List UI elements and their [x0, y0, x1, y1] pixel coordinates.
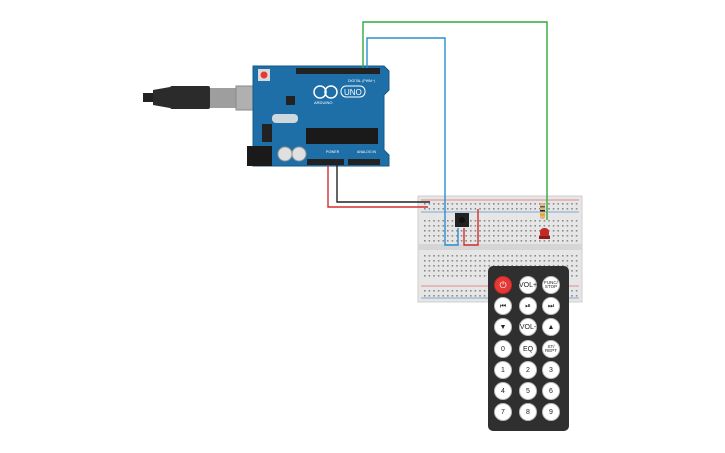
remote-button-eq[interactable]: EQ [519, 340, 537, 358]
analog-header[interactable] [348, 159, 380, 165]
atmega-chip [306, 128, 378, 144]
ir-receiver [455, 213, 469, 227]
remote-button-digit-5[interactable]: 5 [519, 382, 537, 400]
remote-button-power[interactable]: ⏻ [494, 276, 512, 294]
remote-button-digit-9[interactable]: 9 [542, 403, 560, 421]
remote-button-digit-6[interactable]: 6 [542, 382, 560, 400]
red-wire [327, 165, 428, 208]
power-jack [247, 146, 272, 166]
remote-button-vol-down[interactable]: VOL- [519, 318, 537, 336]
remote-button-digit-3[interactable]: 3 [542, 361, 560, 379]
usb-cable [143, 85, 272, 111]
red-led [539, 228, 550, 239]
digital-header-label: DIGITAL (PWM~) [348, 79, 375, 83]
green-wire [362, 21, 548, 220]
power-header-label: POWER [326, 150, 340, 154]
remote-button-up[interactable]: ▲ [542, 318, 560, 336]
remote-button-prev[interactable]: ⏮ [494, 297, 512, 315]
black-wire [336, 165, 430, 203]
arduino-brand: ARDUINO [314, 100, 332, 105]
resistor [540, 203, 545, 219]
remote-button-digit-4[interactable]: 4 [494, 382, 512, 400]
wires [327, 21, 548, 246]
remote-button-down[interactable]: ▼ [494, 318, 512, 336]
remote-button-digit-7[interactable]: 7 [494, 403, 512, 421]
blue-wire [366, 37, 459, 246]
remote-button-play-pause[interactable]: ⏯ [519, 297, 537, 315]
red-wire-receiver [463, 209, 479, 246]
power-header[interactable] [307, 159, 344, 165]
arduino-model: UNO [344, 88, 362, 97]
remote-button-next[interactable]: ⏭ [542, 297, 560, 315]
remote-button-digit-1[interactable]: 1 [494, 361, 512, 379]
remote-button-func-stop[interactable]: FUNC/ STOP [542, 276, 560, 294]
remote-button-digit-8[interactable]: 8 [519, 403, 537, 421]
remote-button-st-rept[interactable]: ST/ REPT [542, 340, 560, 358]
remote-button-vol-up[interactable]: VOL+ [519, 276, 537, 294]
arduino-uno-board[interactable]: ARDUINO UNO DIGITAL (PWM~) POWER ANALOG … [247, 65, 390, 167]
digital-header[interactable] [296, 68, 380, 74]
remote-button-digit-2[interactable]: 2 [519, 361, 537, 379]
analog-header-label: ANALOG IN [357, 150, 377, 154]
remote-button-digit-0[interactable]: 0 [494, 340, 512, 358]
